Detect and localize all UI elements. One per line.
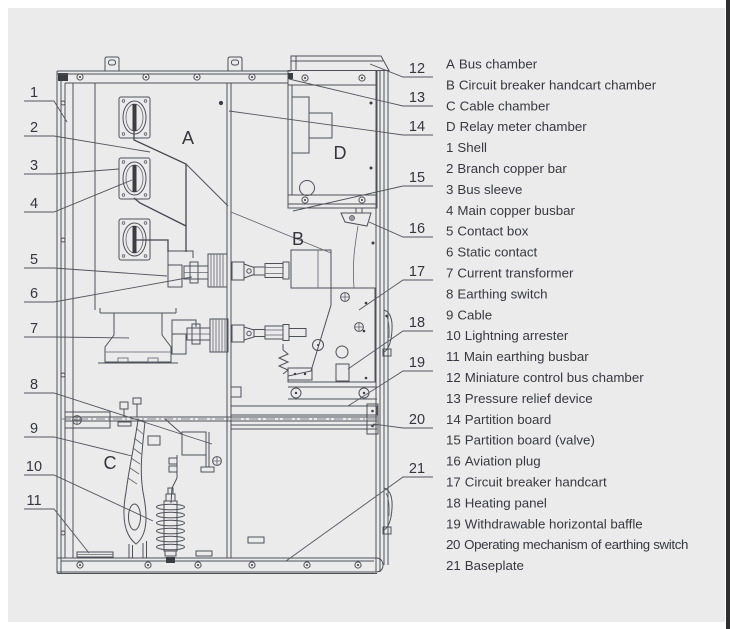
svg-text:5: 5 bbox=[30, 252, 38, 268]
callout-15: 15 bbox=[292, 170, 433, 212]
circuit-breaker-handcart bbox=[230, 211, 377, 400]
callout-4: 4 bbox=[24, 179, 133, 213]
floor-items bbox=[76, 536, 265, 558]
callout-18: 18 bbox=[347, 315, 433, 370]
cabinet-shell bbox=[56, 56, 393, 574]
baffle-and-shaft bbox=[62, 386, 380, 435]
svg-text:18: 18 bbox=[409, 315, 425, 331]
callout-1: 1 bbox=[24, 85, 68, 123]
heating-panel bbox=[335, 363, 350, 382]
svg-text:2: 2 bbox=[30, 120, 38, 136]
svg-text:8: 8 bbox=[30, 377, 38, 393]
svg-text:17: 17 bbox=[409, 264, 425, 280]
chamber-label-a: A bbox=[182, 128, 194, 148]
svg-text:7: 7 bbox=[30, 321, 38, 337]
callout-7: 7 bbox=[24, 321, 130, 339]
svg-text:1: 1 bbox=[30, 85, 38, 101]
svg-text:13: 13 bbox=[409, 90, 425, 106]
svg-text:10: 10 bbox=[26, 459, 42, 475]
chamber-label-c: C bbox=[104, 453, 117, 473]
svg-text:15: 15 bbox=[409, 170, 425, 186]
svg-text:14: 14 bbox=[409, 119, 425, 135]
callouts-left: 1 2 3 4 5 6 7 8 9 10 11 bbox=[24, 85, 213, 554]
callout-12: 12 bbox=[369, 61, 433, 78]
svg-text:4: 4 bbox=[30, 196, 38, 212]
callout-13: 13 bbox=[288, 78, 433, 107]
callout-5: 5 bbox=[24, 252, 168, 277]
callout-11: 11 bbox=[24, 493, 90, 554]
svg-text:16: 16 bbox=[409, 221, 425, 237]
svg-text:12: 12 bbox=[409, 61, 425, 77]
callout-6: 6 bbox=[24, 276, 193, 303]
svg-text:9: 9 bbox=[30, 421, 38, 437]
chamber-label-d: D bbox=[334, 143, 347, 163]
callout-2: 2 bbox=[24, 120, 151, 153]
callouts-right: 12 13 14 15 16 17 18 19 20 21 bbox=[228, 61, 433, 562]
svg-text:3: 3 bbox=[30, 158, 38, 174]
callout-8: 8 bbox=[24, 377, 213, 445]
callout-3: 3 bbox=[24, 158, 120, 175]
lightning-arrester bbox=[156, 487, 185, 563]
lower-contact-assembly bbox=[171, 318, 307, 355]
callout-14: 14 bbox=[228, 110, 433, 136]
callout-17: 17 bbox=[358, 264, 433, 311]
callout-19: 19 bbox=[347, 355, 433, 407]
withdrawable-baffle bbox=[230, 405, 378, 416]
branch-copper-bars bbox=[133, 131, 229, 252]
callout-16: 16 bbox=[368, 221, 433, 238]
right-edge-strip bbox=[726, 0, 730, 629]
aviation-plug bbox=[340, 208, 372, 289]
earthing-switch-mechanism bbox=[366, 403, 379, 435]
callout-9: 9 bbox=[24, 421, 133, 457]
callout-10: 10 bbox=[24, 459, 154, 522]
svg-text:21: 21 bbox=[409, 461, 425, 477]
callout-21: 21 bbox=[285, 461, 433, 562]
upper-contact-assembly bbox=[167, 250, 290, 288]
svg-text:19: 19 bbox=[409, 355, 425, 371]
svg-text:11: 11 bbox=[26, 493, 41, 509]
svg-text:6: 6 bbox=[30, 286, 38, 302]
cable bbox=[123, 419, 161, 558]
callout-20: 20 bbox=[372, 412, 433, 429]
chamber-label-b: B bbox=[292, 229, 304, 249]
current-transformer bbox=[98, 308, 178, 364]
svg-text:20: 20 bbox=[409, 412, 425, 428]
